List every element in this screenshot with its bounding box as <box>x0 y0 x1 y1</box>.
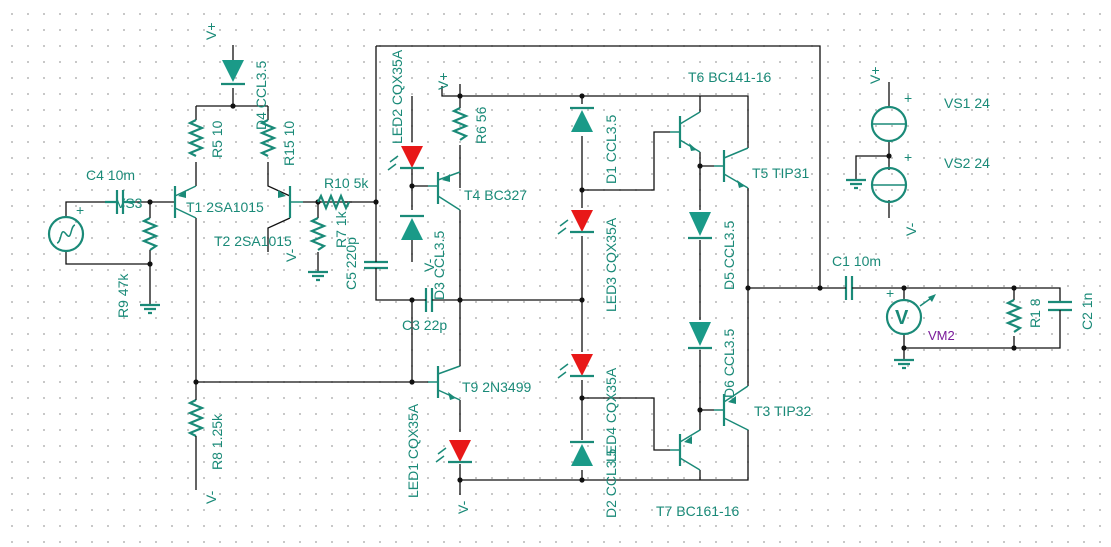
label-c5: C5 220p <box>343 237 359 290</box>
label-t6: T6 BC141-16 <box>688 69 771 85</box>
capacitor-c2 <box>1048 300 1072 332</box>
transistor-t7 <box>670 429 701 471</box>
label-vminus-led1: V- <box>455 500 471 514</box>
label-t5: T5 TIP31 <box>752 165 810 181</box>
ground-r9 <box>140 303 160 315</box>
label-r7: R7 1k <box>333 210 349 248</box>
transistor-t4 <box>428 171 461 211</box>
label-t9: T9 2N3499 <box>462 379 531 395</box>
diode-d2 <box>570 440 594 466</box>
label-vminus-vs: V- <box>903 222 919 236</box>
label-t1: T1 2SA1015 <box>186 199 264 215</box>
label-r5: R5 10 <box>209 120 225 158</box>
label-vs1: VS1 24 <box>944 95 990 111</box>
plus-sign: + <box>904 90 912 106</box>
diode-d6 <box>688 322 712 350</box>
label-r8: R8 1.25k <box>209 413 225 470</box>
label-led1: LED1 CQX35A <box>405 403 421 498</box>
ground-vm2 <box>894 358 914 370</box>
ac-source-vs3: + <box>47 202 84 253</box>
transistor-t6 <box>670 111 701 153</box>
capacitor-c5 <box>364 242 388 276</box>
label-r1: R1 8 <box>1027 298 1043 328</box>
label-vs3: VS3 <box>116 195 143 211</box>
resistor-r1 <box>1005 299 1023 333</box>
plus-sign: + <box>76 202 84 218</box>
label-c3: C3 22p <box>402 317 447 333</box>
diode-d3 <box>400 214 424 240</box>
label-vminus-r7: V- <box>283 248 299 262</box>
voltmeter-vm2: V + <box>885 285 936 336</box>
diode-d1 <box>570 106 594 132</box>
label-t3: T3 TIP32 <box>754 403 812 419</box>
meter-symbol: V <box>895 307 909 329</box>
label-t7: T7 BC161-16 <box>656 503 739 519</box>
resistor-r8 <box>187 382 205 490</box>
plus-sign: + <box>904 149 912 165</box>
label-r6: R6 56 <box>473 106 489 144</box>
label-r15: R15 10 <box>281 121 297 166</box>
led-led4 <box>557 354 594 379</box>
label-d1: D1 CCL3.5 <box>603 115 619 184</box>
label-d2: D2 CCL3.5 <box>603 449 619 518</box>
label-d3: D3 CCL3.5 <box>431 231 447 300</box>
diode-d4 <box>221 60 245 86</box>
label-vs2: VS2 24 <box>944 155 990 171</box>
transistor-t3 <box>714 385 749 431</box>
label-d5: D5 CCL3.5 <box>721 221 737 290</box>
dc-source-vs1: + <box>870 90 912 143</box>
label-r10: R10 5k <box>324 175 369 191</box>
label-vplus-vs: V+ <box>867 66 883 84</box>
resistor-r10 <box>317 193 350 211</box>
label-t4: T4 BC327 <box>464 187 527 203</box>
dc-source-vs2: + <box>870 149 912 204</box>
label-vm2: VM2 <box>928 328 955 343</box>
led-led1 <box>435 440 472 464</box>
label-led2: LED2 CQX35A <box>389 49 405 144</box>
led-led2 <box>387 146 424 171</box>
labels: V+ D4 CCL3.5 R5 10 R15 10 C4 10m VS3 T1 … <box>86 22 1095 519</box>
resistor-r6 <box>451 107 469 141</box>
resistor-r15 <box>259 119 277 157</box>
label-led4: LED4 CQX35A <box>603 367 619 462</box>
label-d6: D6 CCL3.5 <box>721 329 737 398</box>
ground-vs <box>846 178 866 190</box>
label-c4: C4 10m <box>86 167 135 183</box>
ground-r7 <box>308 270 328 282</box>
label-vplus-led2: V+ <box>435 72 451 90</box>
transistor-t1 <box>173 185 197 219</box>
resistor-r9 <box>141 217 159 251</box>
capacitor-c1 <box>840 276 858 300</box>
label-r9: R9 47k <box>115 273 131 318</box>
label-c1: C1 10m <box>832 253 881 269</box>
label-vplus-top: V+ <box>203 22 219 40</box>
label-vminus-r8: V- <box>203 490 219 504</box>
diode-d5 <box>688 212 712 240</box>
capacitor-c4 <box>105 190 135 214</box>
transistor-t9 <box>428 365 461 401</box>
led-led3 <box>557 210 594 235</box>
label-led3: LED3 CQX35A <box>603 217 619 312</box>
label-c2: C2 1n <box>1079 293 1095 330</box>
resistor-r7 <box>309 217 327 251</box>
label-d4: D4 CCL3.5 <box>253 61 269 130</box>
transistor-t2 <box>278 186 303 218</box>
label-vminus-d3: V- <box>421 258 437 272</box>
resistor-r5 <box>187 119 205 157</box>
plus-sign: + <box>886 285 894 301</box>
label-t2: T2 2SA1015 <box>214 233 292 249</box>
capacitor-c3 <box>420 288 438 312</box>
transistor-t5 <box>714 147 749 189</box>
